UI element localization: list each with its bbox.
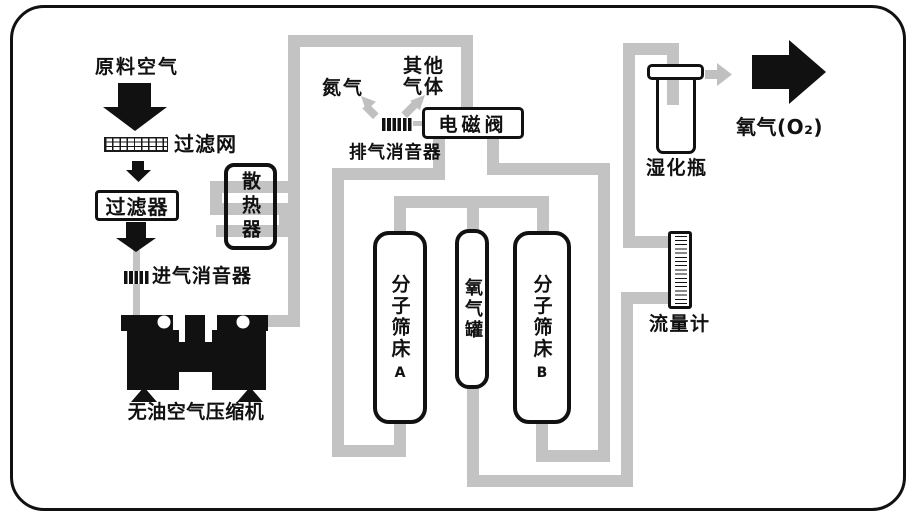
oxygen-out-arrow-icon [752, 40, 826, 104]
sieve-bed-b-label: 分子筛床 [530, 274, 553, 360]
filter-box: 过滤器 [95, 190, 179, 221]
intake-muffler-icon [124, 271, 150, 284]
pipe-tank-to-flowmeter [467, 292, 668, 487]
exhaust-arrows [361, 63, 732, 120]
nitrogen-label: 氮气 [322, 77, 365, 99]
humidifier-dip-tube [667, 80, 679, 105]
exhaust-muffler-label: 排气消音器 [349, 143, 442, 163]
other-gases-line1: 其他 [403, 55, 446, 77]
filter-label: 过滤器 [105, 195, 169, 219]
filter-mesh-icon [104, 137, 168, 152]
sieve-bed-a-suffix: A [394, 365, 406, 381]
filter-mesh-label: 过滤网 [174, 132, 237, 156]
oxygen-tank: 氧气罐 [455, 229, 489, 389]
raw-air-arrow-icon [103, 83, 167, 131]
intake-muffler-label: 进气消音器 [152, 265, 253, 287]
pipe-radiator-coils [210, 181, 294, 237]
sieve-bed-a: 分子筛床 A [373, 231, 427, 424]
radiator-label: 散热器 [239, 170, 261, 243]
humidifier-label: 湿化瓶 [646, 157, 708, 179]
filter-down-arrow-icon [116, 222, 156, 252]
radiator-box: 散热器 [224, 163, 277, 250]
other-gases-line2: 气体 [403, 75, 446, 98]
pipe-compressor-to-valve [252, 35, 473, 327]
flow-meter-scale-icon [675, 236, 687, 304]
nitrogen-arrow-icon [361, 96, 379, 120]
sieve-bed-a-label: 分子筛床 [388, 274, 411, 360]
oxygen-output-label: 氧气(O₂) [736, 115, 824, 139]
exhaust-muffler-icon [382, 118, 413, 131]
other-gas-arrow-icon [401, 95, 425, 119]
flow-meter [668, 231, 692, 309]
oxygen-tank-label: 氧气罐 [462, 277, 483, 341]
compressor-icon [121, 315, 268, 402]
humidifier-out-arrow-icon [705, 63, 732, 86]
solenoid-valve-box: 电磁阀 [422, 107, 524, 139]
air-flow-arrows [103, 40, 826, 252]
flow-meter-label: 流量计 [649, 313, 711, 335]
pipe-valve-to-bed-a [332, 139, 445, 457]
sieve-bed-b-suffix: B [536, 365, 548, 381]
mesh-to-filter-arrow-icon [126, 161, 151, 182]
pipe-valve-to-bed-b [487, 139, 610, 462]
compressor-label: 无油空气压缩机 [127, 401, 265, 423]
solenoid-valve-label: 电磁阀 [438, 113, 508, 136]
sieve-bed-b: 分子筛床 B [513, 231, 571, 424]
pipe-top-manifold [394, 196, 549, 234]
other-gases-label: 其他 气体 [403, 56, 445, 97]
humidifier-cap [647, 64, 704, 80]
raw-air-label: 原料空气 [94, 56, 179, 78]
outer-frame [10, 5, 906, 511]
